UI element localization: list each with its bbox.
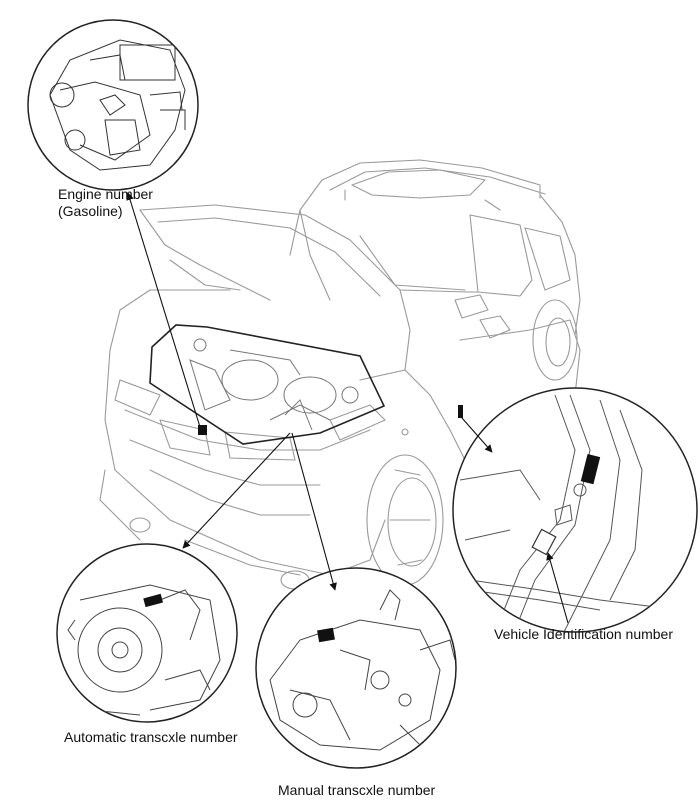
- vin-label: Vehicle Identification number: [494, 626, 673, 642]
- engine-number-text: Engine number: [58, 186, 153, 202]
- manual-number-marker: [317, 627, 335, 643]
- automatic-number-marker: [143, 593, 163, 608]
- manual-transaxle-label: Manual transcxle number: [278, 782, 436, 798]
- vin-plate-leader: [546, 552, 569, 624]
- leader-lines: [126, 192, 569, 624]
- engine-type-text: (Gasoline): [58, 203, 123, 219]
- vin-location-marker: [458, 405, 463, 418]
- car-illustration: [99, 159, 581, 590]
- vin-callout: [452, 387, 698, 633]
- engine-number-marker: [198, 425, 207, 435]
- automatic-transaxle-callout: [56, 543, 238, 723]
- automatic-leader-arrow: [182, 432, 291, 549]
- automatic-transaxle-label: Automatic transcxle number: [64, 729, 238, 745]
- manual-transaxle-callout: [255, 567, 457, 769]
- manual-leader-arrow: [291, 432, 337, 591]
- engine-number-label: Engine number (Gasoline): [58, 186, 153, 220]
- engine-leader-arrow: [126, 192, 201, 428]
- vin-plate-marker: [580, 453, 601, 485]
- vin-label-plate: [531, 528, 557, 556]
- engine-bay-detail: [189, 338, 359, 431]
- vin-leader-arrow: [461, 417, 493, 453]
- engine-bay-outline: [149, 324, 386, 445]
- engine-callout: [27, 19, 199, 191]
